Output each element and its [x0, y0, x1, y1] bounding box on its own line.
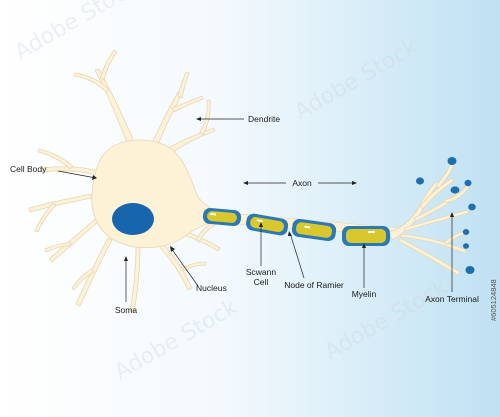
- cell-body-leader-line: [57, 170, 97, 179]
- soma-arrowhead: [124, 256, 128, 261]
- schwann-cell-label-line1: Scwann: [246, 267, 277, 277]
- dendrite-label: Dendrite: [248, 114, 280, 124]
- cell-body-shape: [28, 49, 221, 313]
- nucleus-shape: [112, 203, 154, 235]
- axon-terminal-label: Axon Terminal: [425, 294, 479, 304]
- axon-label: Axon: [292, 178, 312, 188]
- nucleus-leader-line: [170, 247, 199, 287]
- schwann-arrowhead: [259, 222, 263, 227]
- myelin-segment: [202, 207, 242, 227]
- cell-body-label: Cell Body: [10, 164, 47, 174]
- myelin-label: Myelin: [352, 289, 377, 299]
- synaptic-knob: [416, 157, 476, 274]
- nucleus-arrowhead: [170, 246, 175, 252]
- cell-body-arrowhead: [92, 175, 97, 180]
- myelin-segment: [291, 218, 337, 242]
- soma-label: Soma: [115, 305, 137, 315]
- node-arrowhead: [288, 231, 292, 236]
- leader-lines: [57, 117, 454, 302]
- axon-terminal-arrowhead: [450, 212, 454, 217]
- node-leader-line: [289, 232, 305, 279]
- node-of-ramier-label: Node of Ramier: [284, 280, 344, 290]
- stock-id-watermark: #605124848: [489, 279, 498, 321]
- schwann-cell-label-line2: Cell: [254, 277, 269, 287]
- axon-arrowhead-right: [352, 181, 357, 185]
- dendrite-arrowhead: [196, 117, 201, 121]
- nucleus-label: Nucleus: [196, 283, 227, 293]
- axon-arrowhead-left: [243, 181, 248, 185]
- myelin-segment: [246, 213, 289, 236]
- myelin-segment: [342, 226, 390, 246]
- myelin-arrowhead: [362, 243, 366, 248]
